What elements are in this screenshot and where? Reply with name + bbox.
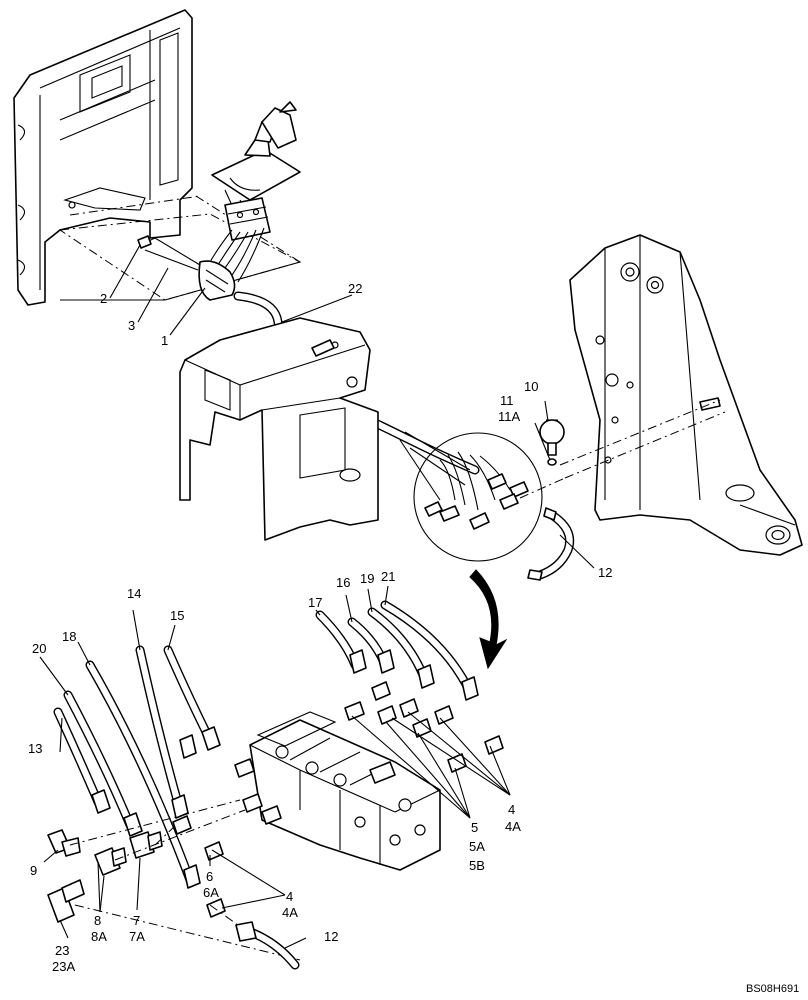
callout-8a: 8A: [91, 929, 107, 944]
callout-12-upper: 12: [598, 565, 612, 580]
callout-5a: 5A: [469, 839, 485, 854]
callout-13: 13: [28, 741, 42, 756]
cab-frame-left: [13, 9, 193, 306]
callout-4-lower: 4: [286, 889, 293, 904]
callout-19: 19: [360, 571, 374, 586]
hose-12-lower: [235, 921, 300, 970]
hose-ferrules: [91, 649, 479, 889]
cross-shaft: [519, 399, 726, 499]
accumulator-10: [539, 419, 565, 466]
callout-11: 11: [500, 393, 514, 408]
callout-10: 10: [524, 379, 538, 394]
small-fittings: [47, 829, 163, 923]
control-valve: [249, 711, 441, 871]
callout-8: 8: [94, 913, 101, 928]
pilot-hose-bundle: [137, 227, 265, 301]
callout-7: 7: [133, 913, 140, 928]
callout-11a: 11A: [498, 409, 520, 424]
callout-16: 16: [336, 575, 350, 590]
assembly-dash-lines: [69, 799, 301, 961]
callout-6: 6: [206, 869, 213, 884]
callout-7a: 7A: [129, 929, 145, 944]
detail-circle: [413, 432, 543, 562]
callout-1: 1: [161, 333, 168, 348]
right-upright-frame: [569, 234, 803, 556]
callout-4a-upper: 4A: [505, 819, 521, 834]
callout-23a: 23A: [52, 959, 75, 974]
callout-6a: 6A: [203, 885, 219, 900]
callout-9: 9: [30, 863, 37, 878]
callout-21: 21: [381, 569, 395, 584]
callout-17: 17: [308, 595, 322, 610]
callout-18: 18: [62, 629, 76, 644]
figure-code: BS08H691: [746, 983, 799, 995]
callout-4a-lower: 4A: [282, 905, 298, 920]
callout-3: 3: [128, 318, 135, 333]
center-frame-block: [179, 317, 379, 541]
callout-22: 22: [348, 281, 362, 296]
callout-15: 15: [170, 608, 184, 623]
joystick-control: [211, 101, 301, 241]
leader-lines: [39, 244, 595, 949]
callout-20: 20: [32, 641, 46, 656]
callout-12-lower: 12: [324, 929, 338, 944]
callout-labels: 2 3 1 22 10 11 11A 12 14 15 18 20 13 17 …: [28, 281, 612, 974]
callout-23: 23: [55, 943, 69, 958]
valve-fittings: [172, 681, 504, 918]
callout-5: 5: [471, 820, 478, 835]
callout-2: 2: [100, 291, 107, 306]
hose-12-upper: [527, 507, 575, 581]
callout-4-upper: 4: [508, 802, 515, 817]
callout-14: 14: [127, 586, 141, 601]
curved-arrow: [469, 569, 508, 670]
callout-5b: 5B: [469, 858, 485, 873]
